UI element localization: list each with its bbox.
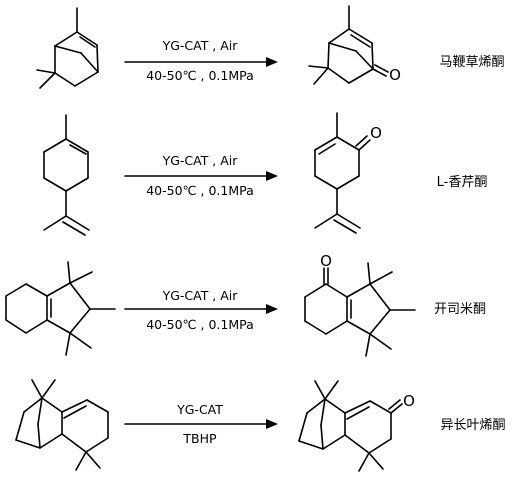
conditions-below-1: 40-50℃ , 0.1MPa <box>146 68 254 83</box>
reaction-1: YG-CAT , Air 40-50℃ , 0.1MPa O 马鞭草烯酮 <box>36 5 505 89</box>
conditions-below-3: 40-50℃ , 0.1MPa <box>146 317 254 332</box>
conditions-above-4: YG-CAT <box>176 402 223 417</box>
product-name-1: 马鞭草烯酮 <box>439 55 504 70</box>
reaction-arrow-3 <box>124 304 278 314</box>
conditions-above-1: YG-CAT , Air <box>162 38 239 53</box>
carbonyl-oxygen-1: O <box>389 66 401 84</box>
carbonyl-oxygen-4: O <box>403 392 415 410</box>
product-3-ketone <box>304 262 416 357</box>
reactant-4-isolongifolene <box>15 379 109 471</box>
reaction-4: YG-CAT TBHP O 异长叶烯酮 <box>15 379 506 472</box>
reaction-arrow-1 <box>124 57 278 67</box>
carbonyl-oxygen-2: O <box>370 124 382 142</box>
reactant-1-alpha-pinene <box>36 7 99 89</box>
conditions-below-4: TBHP <box>182 431 217 446</box>
reactant-2-limonene <box>43 114 90 236</box>
reaction-2: YG-CAT , Air 40-50℃ , 0.1MPa O L-香芹酮 <box>43 112 488 236</box>
reaction-arrow-2 <box>124 171 278 181</box>
reaction-arrow-4 <box>124 419 278 429</box>
product-2-carvone <box>314 112 371 234</box>
product-name-4: 异长叶烯酮 <box>440 418 505 433</box>
product-4-isolongifolenone <box>298 380 403 472</box>
product-name-2: L-香芹酮 <box>437 175 488 190</box>
product-name-3: 开司米酮 <box>434 302 486 317</box>
conditions-below-2: 40-50℃ , 0.1MPa <box>146 183 254 198</box>
reaction-3: YG-CAT , Air 40-50℃ , 0.1MPa <box>5 252 486 357</box>
conditions-above-2: YG-CAT , Air <box>162 153 239 168</box>
reactant-3-indene <box>5 261 116 356</box>
product-1-verbenone <box>308 5 389 85</box>
conditions-above-3: YG-CAT , Air <box>162 288 239 303</box>
carbonyl-oxygen-3: O <box>320 252 332 270</box>
